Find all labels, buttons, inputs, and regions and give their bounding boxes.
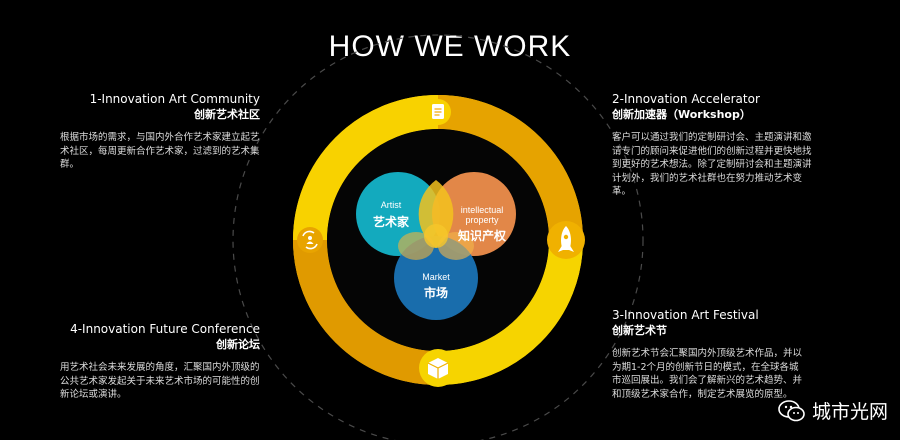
document-icon — [425, 99, 451, 125]
step-1-title-cn: 创新艺术社区 — [194, 108, 260, 121]
step-2-title-cn: 创新加速器（Workshop） — [612, 108, 751, 121]
box-icon — [419, 349, 457, 387]
step-4-title-en: 4-Innovation Future Conference — [70, 322, 260, 336]
venn-ip-en-line1: intellectual — [461, 205, 504, 215]
ring-arc-top-right — [437, 95, 583, 241]
step-3-desc: 创新艺术节会汇聚国内外顶级艺术作品，并以为期1-2个月的创新节日的模式，在全球各… — [612, 348, 803, 400]
watermark: 城市光网 — [778, 397, 888, 424]
step-1-block: 1-Innovation Art Community 创新艺术社区 根据市场的需… — [60, 92, 260, 172]
venn-overlap-center — [424, 224, 448, 248]
wechat-icon — [778, 399, 805, 421]
step-2-block: 2-Innovation Accelerator 创新加速器（Workshop）… — [612, 92, 812, 199]
watermark-text: 城市光网 — [811, 401, 888, 423]
step-2-desc: 客户可以通过我们的定制研讨会、主题演讲和邀请专门的顾问来促进他们的创新过程并更快… — [612, 132, 812, 197]
ring-arc-bottom-right — [437, 239, 583, 385]
venn-artist-en: Artist — [381, 200, 402, 210]
step-1-desc: 根据市场的需求，与国内外合作艺术家建立起艺术社区，每周更新合作艺术家，过滤到的艺… — [60, 132, 260, 170]
step-4-block: 4-Innovation Future Conference 创新论坛 用艺术社… — [60, 322, 260, 402]
venn-ip-cn: 知识产权 — [457, 228, 507, 243]
ring-arc-bottom-left — [293, 239, 439, 385]
venn-artist-cn: 艺术家 — [373, 214, 410, 229]
venn-market-en: Market — [422, 272, 450, 282]
recycle-people-icon — [297, 227, 323, 253]
step-3-title-cn: 创新艺术节 — [612, 324, 667, 337]
venn-ip-en-line2: property — [465, 215, 499, 225]
step-2-title-en: 2-Innovation Accelerator — [612, 92, 760, 106]
step-3-block: 3-Innovation Art Festival 创新艺术节 创新艺术节会汇聚… — [612, 308, 807, 401]
step-4-desc: 用艺术社会未来发展的角度，汇聚国内外顶级的公共艺术家发起关于未来艺术市场的可能性… — [60, 362, 260, 400]
venn-market-cn: 市场 — [424, 285, 448, 300]
venn-diagram: Artist 艺术家 intellectual property 知识产权 Ma… — [356, 172, 516, 320]
step-1-title-en: 1-Innovation Art Community — [89, 92, 260, 106]
step-3-title-en: 3-Innovation Art Festival — [612, 308, 759, 322]
step-4-title-cn: 创新论坛 — [216, 338, 260, 351]
ring-arc-top-left — [293, 95, 439, 241]
rocket-icon — [547, 221, 585, 259]
dashed-orbit — [232, 34, 644, 440]
